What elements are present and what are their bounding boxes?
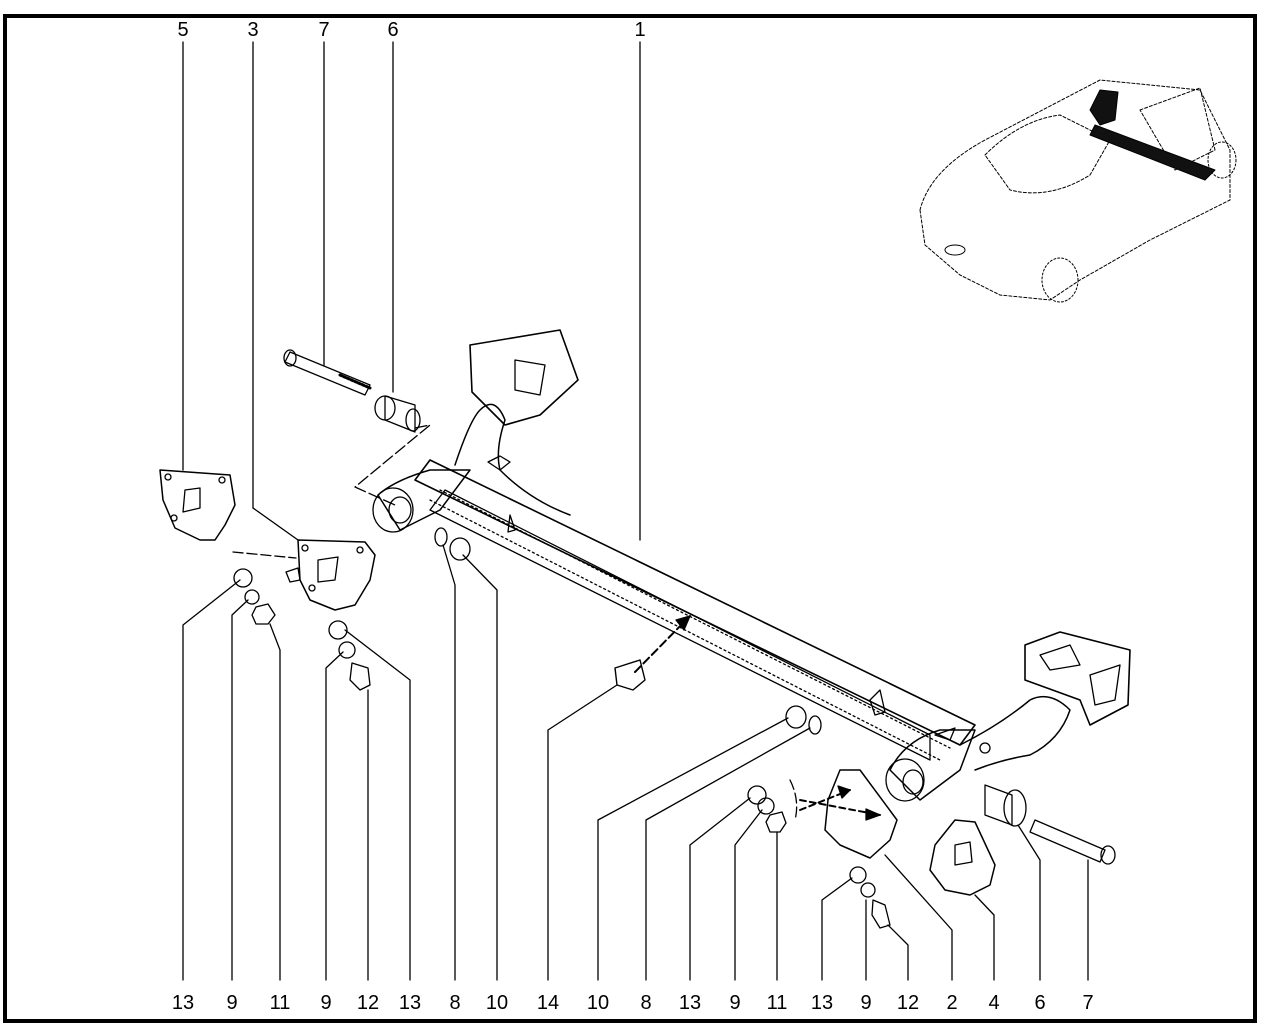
callout-label: 12 xyxy=(356,992,380,1014)
right-mounting-bracket xyxy=(929,819,996,896)
callout-label: 13 xyxy=(678,992,702,1014)
callout-label: 6 xyxy=(387,19,399,41)
callout-label: 13 xyxy=(810,992,834,1014)
left-mounting-bracket xyxy=(159,469,236,541)
rear-axle-beam xyxy=(372,329,1131,802)
right-bolt-plate xyxy=(799,769,898,859)
diagram-frame xyxy=(3,14,1257,1023)
right-fasteners xyxy=(747,705,891,929)
callout-label: 11 xyxy=(269,992,291,1014)
callout-label: 8 xyxy=(640,992,652,1014)
left-bolt-plate xyxy=(232,539,376,611)
top-leader-lines xyxy=(182,41,641,541)
bottom-leader-lines xyxy=(182,544,1089,981)
callout-label: 8 xyxy=(449,992,461,1014)
callout-label: 11 xyxy=(766,992,788,1014)
callout-label: 9 xyxy=(860,992,872,1014)
callout-label: 9 xyxy=(226,992,238,1014)
callout-label: 9 xyxy=(729,992,741,1014)
callout-label: 5 xyxy=(177,19,189,41)
callout-label: 12 xyxy=(896,992,920,1014)
right-bolt-and-bushing xyxy=(984,784,1116,865)
callout-label: 3 xyxy=(247,19,259,41)
callout-label: 13 xyxy=(398,992,422,1014)
callout-label: 9 xyxy=(320,992,332,1014)
callout-label: 10 xyxy=(586,992,610,1014)
callout-label: 2 xyxy=(946,992,958,1014)
callout-label: 6 xyxy=(1034,992,1046,1014)
callout-label: 7 xyxy=(318,19,330,41)
beam-insert xyxy=(614,615,691,691)
vehicle-location-inset xyxy=(919,79,1237,303)
left-bolt-and-bushing xyxy=(283,349,431,506)
callout-label: 14 xyxy=(536,992,560,1014)
callout-label: 10 xyxy=(485,992,509,1014)
callout-label: 1 xyxy=(634,19,646,41)
left-fasteners xyxy=(233,527,471,691)
callout-label: 13 xyxy=(171,992,195,1014)
callout-label: 4 xyxy=(988,992,1000,1014)
callout-label: 7 xyxy=(1082,992,1094,1014)
